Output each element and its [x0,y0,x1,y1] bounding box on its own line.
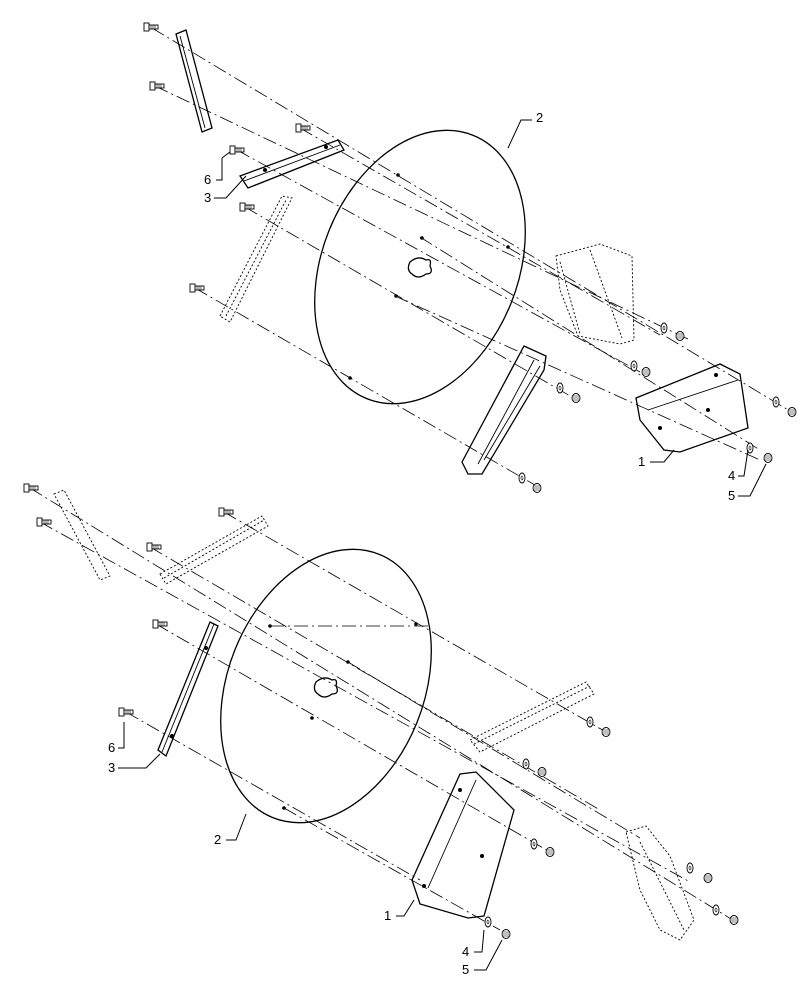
bracket-3-lower [157,621,219,758]
bracket-3 [239,139,345,189]
callout-4-upper: 4 [728,468,735,483]
callout-6-upper: 6 [204,172,211,187]
lower-bolts [23,483,234,717]
upper-callouts: 2 6 3 1 4 5 [204,110,767,503]
disc [314,129,526,405]
dotted-bracket-lower-right [625,825,695,941]
top-left-bracket [175,29,213,133]
disc-holes [268,622,418,810]
callout-3-lower: 3 [108,760,115,775]
dotted-bar-right [469,681,595,753]
lower-assembly-lines [29,487,737,931]
callout-5-lower: 5 [462,962,469,977]
channel-strip [461,345,547,475]
dotted-bracket-right [555,243,635,345]
callout-1-upper: 1 [638,454,645,469]
dotted-strip-top [159,515,269,585]
dotted-strip-top-left [53,489,111,581]
disc-holes [348,173,510,380]
upper-assembly-lines [151,27,796,489]
callout-4-lower: 4 [462,944,469,959]
callout-2-upper: 2 [536,110,543,125]
upper-view: 2 6 3 1 4 5 [143,22,797,503]
disc-center-hole [407,257,432,278]
callout-2-lower: 2 [214,832,221,847]
lower-washers-nuts [484,716,739,939]
callout-1-lower: 1 [384,908,391,923]
callout-3-upper: 3 [204,190,211,205]
upper-washers-nuts [518,322,797,493]
shield-plate-1-lower [411,771,515,919]
callout-6-lower: 6 [108,740,115,755]
lower-callouts: 6 3 2 1 4 5 [108,722,503,977]
disc [220,548,432,824]
upper-bolts [143,22,311,293]
shield-plate-1 [635,363,749,453]
callout-5-upper: 5 [728,488,735,503]
disc-center-hole [313,677,338,698]
lower-view: 6 3 2 1 4 5 [23,483,739,977]
dotted-strip-left [219,195,293,323]
